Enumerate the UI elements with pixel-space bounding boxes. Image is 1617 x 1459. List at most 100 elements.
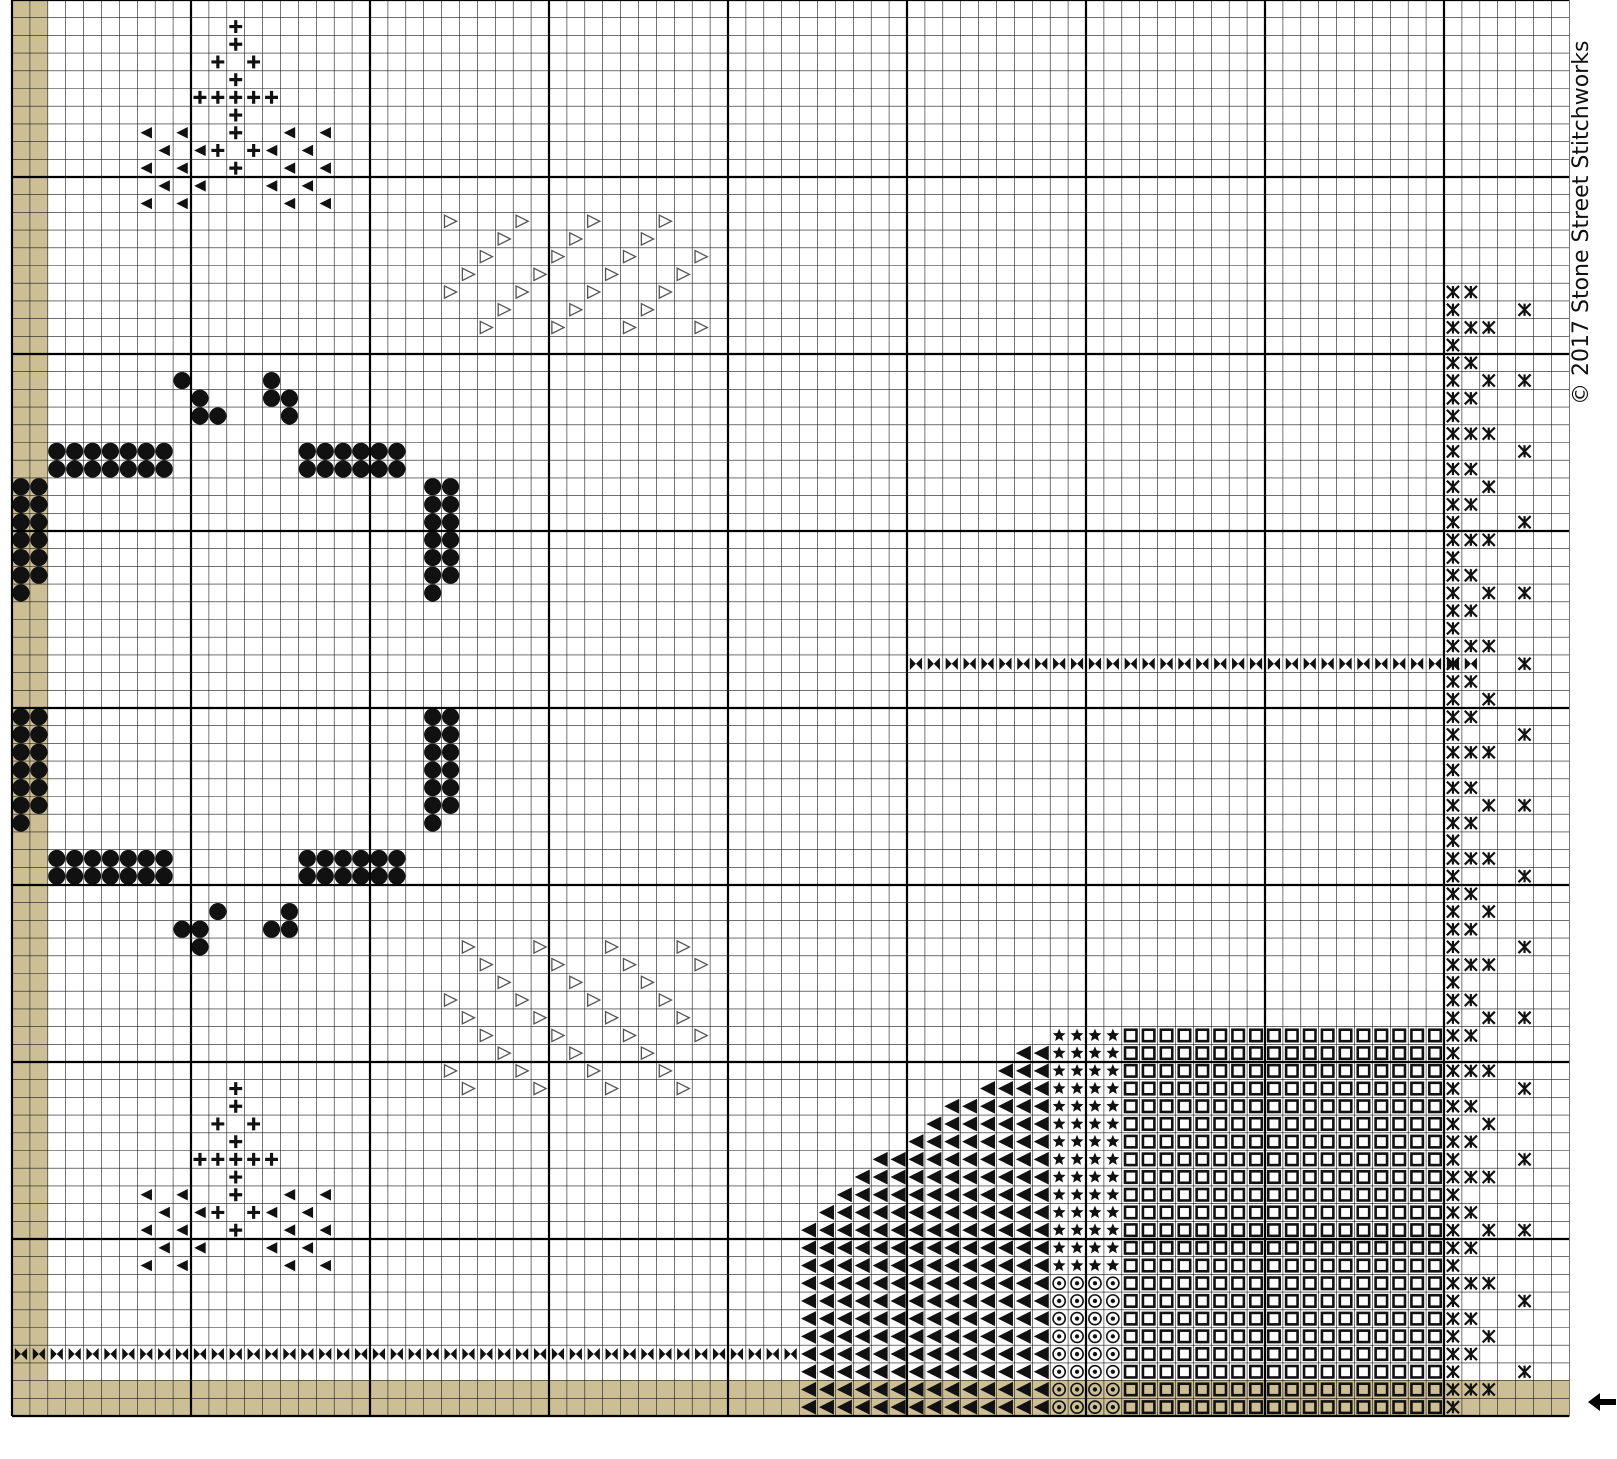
square-icon: [1358, 1118, 1369, 1129]
asterisk-icon: [1447, 835, 1459, 847]
left-triangle-icon: [980, 1187, 995, 1202]
asterisk-icon: [1447, 1189, 1459, 1201]
asterisk-icon: [1465, 959, 1477, 971]
square-icon: [1286, 1047, 1297, 1058]
asterisk-icon: [1447, 463, 1459, 475]
square-icon: [1286, 1295, 1297, 1306]
square-icon: [1340, 1101, 1351, 1112]
left-triangle-icon: [837, 1276, 852, 1291]
asterisk-icon: [1483, 852, 1495, 864]
square-icon: [1232, 1083, 1243, 1094]
bowtie-icon: [713, 1348, 725, 1360]
triangle-outline-icon: [641, 1047, 653, 1059]
square-icon: [1215, 1083, 1226, 1094]
bowtie-icon: [677, 1348, 689, 1360]
left-triangle-icon: [980, 1099, 995, 1114]
star-icon: [1053, 1241, 1066, 1253]
bowtie-icon: [337, 1348, 349, 1360]
square-icon: [1268, 1118, 1279, 1129]
dot-icon: [12, 514, 29, 531]
left-triangle-icon: [1034, 1311, 1049, 1326]
left-triangle-icon: [855, 1347, 870, 1362]
dot-icon: [424, 514, 441, 531]
left-triangle-icon: [855, 1293, 870, 1308]
square-icon: [1161, 1366, 1172, 1377]
asterisk-icon: [1447, 1313, 1459, 1325]
plus-icon: [247, 1153, 260, 1166]
square-icon: [1232, 1136, 1243, 1147]
left-triangle-icon: [891, 1187, 906, 1202]
asterisk-icon: [1483, 374, 1495, 386]
bowtie-icon: [1107, 658, 1119, 670]
dot-icon: [30, 496, 47, 513]
bowtie-icon: [373, 1348, 385, 1360]
square-icon: [1143, 1295, 1154, 1306]
square-icon: [1232, 1154, 1243, 1165]
square-icon: [1197, 1118, 1208, 1129]
bowtie-icon: [1178, 658, 1190, 670]
left-triangle-icon: [1034, 1293, 1049, 1308]
square-icon: [1394, 1224, 1405, 1235]
dot-icon: [84, 443, 101, 460]
asterisk-icon: [1483, 321, 1495, 333]
ring-dot-center: [1093, 1334, 1097, 1338]
heart-icon: [141, 1260, 152, 1271]
dot-icon: [48, 868, 65, 885]
dot-icon: [442, 531, 459, 548]
left-triangle-icon: [873, 1276, 888, 1291]
left-triangle-icon: [1034, 1063, 1049, 1078]
asterisk-icon: [1447, 728, 1459, 740]
star-icon: [1071, 1117, 1084, 1129]
asterisk-icon: [1465, 286, 1477, 298]
star-icon: [1088, 1082, 1101, 1094]
heart-icon: [320, 1189, 331, 1200]
bowtie-icon: [409, 1348, 421, 1360]
left-triangle-icon: [998, 1152, 1013, 1167]
square-icon: [1304, 1118, 1315, 1129]
bowtie-icon: [767, 1348, 779, 1360]
square-icon: [1429, 1260, 1440, 1271]
square-icon: [1376, 1348, 1387, 1359]
star-icon: [1071, 1223, 1084, 1235]
triangle-outline-icon: [659, 1065, 671, 1077]
square-icon: [1340, 1278, 1351, 1289]
square-icon: [1250, 1047, 1261, 1058]
square-icon: [1268, 1295, 1279, 1306]
square-icon: [1232, 1331, 1243, 1342]
heart-icon: [284, 162, 295, 173]
ring-dot-center: [1075, 1352, 1079, 1356]
square-icon: [1232, 1295, 1243, 1306]
left-triangle-icon: [944, 1170, 959, 1185]
left-triangle-icon: [980, 1170, 995, 1185]
left-triangle-icon: [1034, 1205, 1049, 1220]
square-icon: [1197, 1295, 1208, 1306]
left-triangle-icon: [980, 1293, 995, 1308]
square-icon: [1429, 1083, 1440, 1094]
dot-icon: [388, 460, 405, 477]
left-triangle-icon: [1034, 1258, 1049, 1273]
bowtie-icon: [1125, 658, 1137, 670]
left-triangle-icon: [855, 1276, 870, 1291]
asterisk-icon: [1447, 392, 1459, 404]
left-triangle-icon: [801, 1293, 816, 1308]
dot-icon: [102, 443, 119, 460]
square-icon: [1197, 1030, 1208, 1041]
left-triangle-icon: [819, 1223, 834, 1238]
left-triangle-icon: [819, 1347, 834, 1362]
dot-icon: [138, 850, 155, 867]
dot-icon: [317, 460, 334, 477]
square-icon: [1215, 1207, 1226, 1218]
triangle-outline-icon: [623, 251, 635, 263]
left-triangle-icon: [1016, 1152, 1031, 1167]
asterisk-icon: [1447, 357, 1459, 369]
square-icon: [1411, 1083, 1422, 1094]
square-icon: [1250, 1118, 1261, 1129]
triangle-outline-icon: [606, 1012, 618, 1024]
square-icon: [1340, 1224, 1351, 1235]
dot-icon: [48, 850, 65, 867]
left-triangle-icon: [962, 1276, 977, 1291]
asterisk-icon: [1483, 1224, 1495, 1236]
bowtie-icon: [230, 1348, 242, 1360]
dot-icon: [209, 407, 226, 424]
left-triangle-icon: [1016, 1134, 1031, 1149]
